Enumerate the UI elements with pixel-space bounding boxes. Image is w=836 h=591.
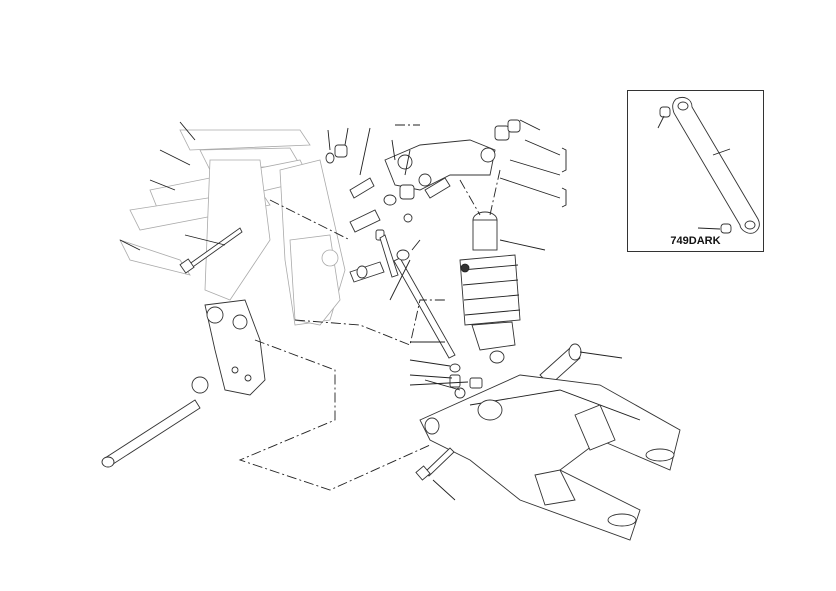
bushings-and-washers: [325, 119, 521, 241]
swingarm: [419, 374, 681, 541]
inset-variant-box: 749DARK: [627, 90, 764, 252]
left-rider-footrest-bracket: [191, 299, 266, 396]
assembly-lines: [238, 124, 501, 491]
tie-rod-variant-drawing: [657, 96, 760, 234]
swingarm-pivot-shaft: [101, 399, 201, 468]
shock-mounting-pin: [539, 343, 582, 386]
callout-leader-lines: [119, 119, 623, 501]
swingarm-bolt: [415, 447, 455, 481]
inset-model-label: 749DARK: [670, 235, 721, 247]
rear-shock-absorber: [459, 211, 521, 364]
tie-rod: [379, 234, 483, 399]
long-bolt: [179, 227, 243, 274]
right-footrest-bracket: [289, 234, 385, 326]
rocker-linkage: [384, 139, 496, 191]
